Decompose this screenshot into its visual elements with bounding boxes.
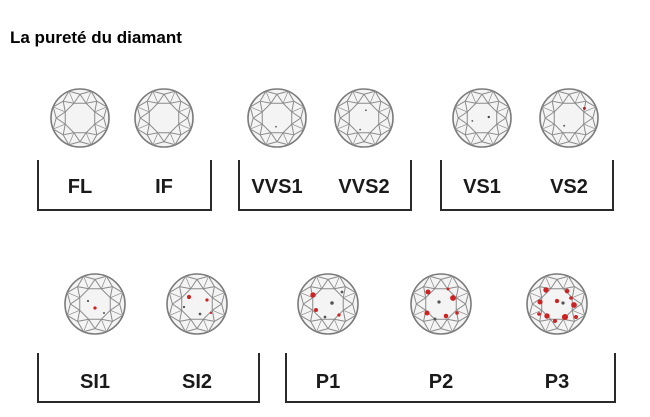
grade-label-vvs2: VVS2	[338, 176, 389, 198]
inclusion-mark	[571, 302, 577, 308]
inclusion-mark	[330, 301, 334, 305]
inclusion-mark	[455, 311, 459, 315]
diamond-vs1	[452, 88, 512, 148]
grade-bracket	[37, 353, 260, 403]
diamond-si1	[64, 273, 126, 335]
inclusion-mark	[561, 301, 565, 305]
inclusion-mark	[537, 312, 541, 316]
diamond-p1	[297, 273, 359, 335]
page-title: La pureté du diamant	[10, 28, 182, 47]
inclusion-mark	[182, 305, 186, 309]
inclusion-mark	[93, 306, 97, 310]
diamond-si2	[166, 273, 228, 335]
inclusion-mark	[198, 312, 202, 316]
inclusion-mark	[314, 308, 318, 312]
inclusion-mark	[487, 115, 490, 119]
diamond-vvs1	[247, 88, 307, 148]
grade-label-vs2: VS2	[550, 176, 588, 198]
inclusion-mark	[425, 289, 431, 295]
diamond-if	[134, 88, 194, 148]
inclusion-mark	[310, 292, 316, 298]
inclusion-mark	[340, 290, 344, 294]
inclusion-mark	[424, 310, 430, 316]
inclusion-mark	[561, 313, 569, 321]
diamond-fl	[50, 88, 110, 148]
inclusion-mark	[582, 106, 586, 110]
inclusion-mark	[205, 298, 209, 302]
grade-label-p2: P2	[429, 371, 453, 393]
inclusion-mark	[569, 296, 573, 300]
inclusion-mark	[450, 295, 456, 301]
inclusion-mark	[323, 315, 327, 319]
inclusion-mark	[209, 311, 213, 315]
grade-label-vvs1: VVS1	[251, 176, 302, 198]
grade-label-vs1: VS1	[463, 176, 501, 198]
inclusion-mark	[337, 313, 341, 317]
inclusion-mark	[433, 317, 437, 321]
diamond-p3	[526, 273, 588, 335]
inclusion-mark	[446, 287, 450, 291]
inclusion-mark	[544, 313, 550, 319]
inclusion-mark	[359, 128, 362, 131]
inclusion-mark	[86, 299, 90, 303]
inclusion-mark	[564, 288, 570, 294]
inclusion-mark	[543, 287, 549, 293]
inclusion-mark	[537, 299, 543, 305]
grade-bracket	[238, 160, 412, 211]
grade-label-p3: P3	[545, 371, 569, 393]
inclusion-mark	[103, 312, 105, 314]
diamond-p2	[410, 273, 472, 335]
inclusion-mark	[553, 319, 557, 323]
diamond-vvs2	[334, 88, 394, 148]
inclusion-mark	[574, 315, 578, 319]
grade-label-fl: FL	[68, 176, 92, 198]
inclusion-mark	[554, 298, 560, 304]
inclusion-mark	[275, 125, 277, 128]
inclusion-mark	[563, 124, 566, 127]
inclusion-mark	[186, 294, 192, 300]
inclusion-mark	[471, 119, 474, 122]
grade-label-p1: P1	[316, 371, 340, 393]
grade-bracket	[440, 160, 614, 211]
grade-label-if: IF	[155, 176, 173, 198]
grade-label-si1: SI1	[80, 371, 110, 393]
diamond-vs2	[539, 88, 599, 148]
inclusion-mark	[365, 109, 367, 112]
grade-bracket	[37, 160, 212, 211]
grade-bracket	[285, 353, 616, 403]
grade-label-si2: SI2	[182, 371, 212, 393]
inclusion-mark	[437, 300, 441, 304]
inclusion-mark	[443, 313, 449, 319]
